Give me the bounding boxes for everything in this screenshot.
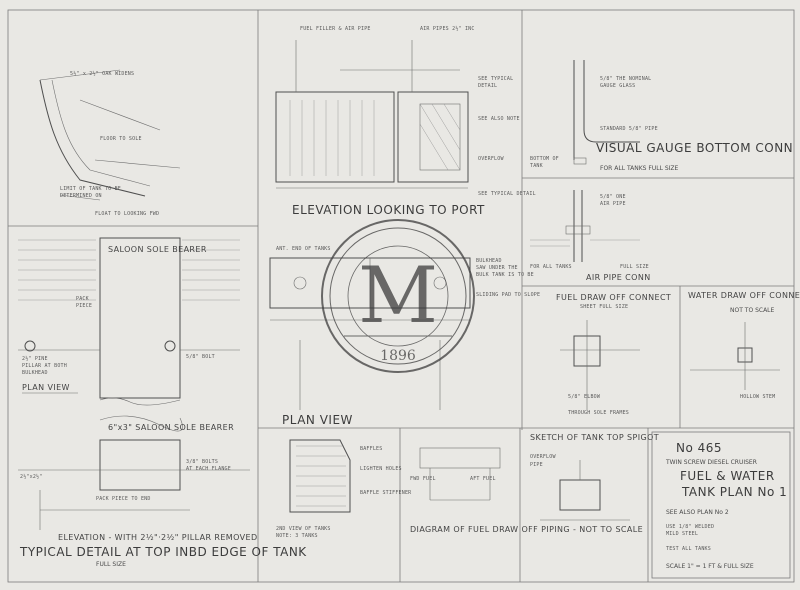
saloon-sole-plan: SALOON SOLE BEARER PACK PIECE 2½" PINE P… (18, 237, 240, 406)
svg-text:AIR PIPE CONN: AIR PIPE CONN (586, 273, 651, 282)
svg-text:BAFFLE STIFFENER: BAFFLE STIFFENER (360, 490, 412, 496)
svg-text:SEE ALSO PLAN No 2: SEE ALSO PLAN No 2 (666, 509, 729, 516)
svg-text:6"x3" SALOON SOLE BEARER: 6"x3" SALOON SOLE BEARER (108, 423, 234, 432)
svg-text:FULL SIZE: FULL SIZE (96, 561, 126, 568)
tank-elevation: FUEL FILLER & AIR PIPE AIR PIPES 2½" INC… (275, 25, 536, 217)
svg-text:PACK PIECE TO END: PACK PIECE TO END (96, 496, 151, 502)
fuel-drawoff-detail: FUEL DRAW OFF CONNECT SHEET FULL SIZE 5/… (556, 293, 671, 416)
svg-text:THROUGH SOLE FRAMES: THROUGH SOLE FRAMES (568, 410, 629, 416)
svg-text:FULL SIZE: FULL SIZE (620, 264, 649, 270)
svg-text:SEE TYPICAL DETAIL: SEE TYPICAL DETAIL (478, 191, 536, 197)
svg-text:LIGHTEN HOLES: LIGHTEN HOLES (360, 466, 402, 472)
spigot-sketch: SKETCH OF TANK TOP SPIGOT OVERFLOW PIPE (530, 433, 659, 521)
svg-text:DETERMINED ON: DETERMINED ON (60, 193, 102, 199)
svg-text:SEE ALSO NOTE: SEE ALSO NOTE (478, 116, 520, 122)
baffle-plan: BAFFLES LIGHTEN HOLES BAFFLE STIFFENER 2… (276, 439, 412, 539)
visual-gauge-detail: 5/8" THE NOMINAL GAUGE GLASS STANDARD 5/… (530, 60, 793, 172)
svg-text:ANT. END OF TANKS: ANT. END OF TANKS (276, 246, 331, 252)
svg-text:WATER DRAW OFF CONNECT: WATER DRAW OFF CONNECT (688, 291, 800, 300)
svg-text:2½" PINE: 2½" PINE (22, 355, 48, 362)
svg-text:5/8" BOLT: 5/8" BOLT (186, 354, 215, 360)
svg-text:NOTE: 3 TANKS: NOTE: 3 TANKS (276, 533, 318, 539)
svg-text:SHEET FULL SIZE: SHEET FULL SIZE (580, 304, 628, 310)
svg-text:3/8" BOLTS: 3/8" BOLTS (186, 459, 218, 465)
svg-text:AFT FUEL: AFT FUEL (470, 476, 496, 482)
svg-text:PLAN VIEW: PLAN VIEW (22, 383, 70, 392)
svg-text:MILD STEEL: MILD STEEL (666, 531, 698, 537)
water-drawoff-detail: WATER DRAW OFF CONNECT NOT TO SCALE HOLL… (688, 291, 800, 400)
svg-text:SCALE 1" = 1 FT & FULL SIZE: SCALE 1" = 1 FT & FULL SIZE (666, 563, 754, 570)
svg-text:BULK TANK IS TO BE: BULK TANK IS TO BE (476, 272, 534, 278)
svg-text:PIPE: PIPE (530, 462, 543, 468)
svg-text:ELEVATION - WITH 2½"·2½" PILLA: ELEVATION - WITH 2½"·2½" PILLAR REMOVED (58, 533, 258, 542)
air-pipe-detail: 5/8" ONE AIR PIPE FOR ALL TANKS FULL SIZ… (530, 190, 651, 282)
svg-text:DIAGRAM OF FUEL DRAW OFF PIPIN: DIAGRAM OF FUEL DRAW OFF PIPING - NOT TO… (410, 525, 643, 534)
svg-text:OVERFLOW: OVERFLOW (478, 156, 504, 162)
svg-text:M: M (358, 251, 438, 341)
svg-text:2ND VIEW OF TANKS: 2ND VIEW OF TANKS (276, 526, 331, 532)
svg-text:OVERFLOW: OVERFLOW (530, 454, 556, 460)
svg-text:5½" x 2½" OAK WIDENS: 5½" x 2½" OAK WIDENS (70, 70, 134, 77)
svg-text:TANK: TANK (530, 163, 543, 169)
svg-text:FOR ALL TANKS FULL SIZE: FOR ALL TANKS FULL SIZE (600, 165, 679, 172)
svg-text:SAW UNDER THE: SAW UNDER THE (476, 265, 518, 271)
svg-text:BAFFLES: BAFFLES (360, 446, 382, 452)
svg-text:DETAIL: DETAIL (478, 83, 497, 89)
svg-text:SLIDING PAD TO SLOPE: SLIDING PAD TO SLOPE (476, 292, 540, 298)
svg-text:SKETCH OF TANK TOP SPIGOT: SKETCH OF TANK TOP SPIGOT (530, 433, 659, 442)
svg-text:5/8" ONE: 5/8" ONE (600, 194, 626, 200)
svg-text:LIMIT OF TANK TO BE: LIMIT OF TANK TO BE (60, 186, 121, 192)
svg-text:BOTTOM OF: BOTTOM OF (530, 156, 559, 162)
svg-text:USE 1/8" WELDED: USE 1/8" WELDED (666, 524, 714, 530)
title-block: No 465 TWIN SCREW DIESEL CRUISER FUEL & … (651, 431, 791, 579)
svg-text:AT EACH FLANGE: AT EACH FLANGE (186, 466, 231, 472)
svg-text:5/8" THE NOMINAL: 5/8" THE NOMINAL (600, 76, 651, 82)
svg-text:AIR PIPES 2½" INC: AIR PIPES 2½" INC (420, 25, 475, 32)
svg-text:FUEL DRAW OFF CONNECT: FUEL DRAW OFF CONNECT (556, 293, 671, 302)
svg-text:TEST ALL TANKS: TEST ALL TANKS (666, 546, 711, 552)
svg-text:2½"x2½": 2½"x2½" (20, 473, 42, 480)
svg-text:FLOOR TO SOLE: FLOOR TO SOLE (100, 136, 142, 142)
svg-text:STANDARD 5/8" PIPE: STANDARD 5/8" PIPE (600, 126, 658, 132)
svg-text:VISUAL GAUGE BOTTOM CONN: VISUAL GAUGE BOTTOM CONN (596, 141, 793, 155)
svg-text:5/8" ELBOW: 5/8" ELBOW (568, 394, 601, 400)
svg-text:PILLAR AT BOTH: PILLAR AT BOTH (22, 363, 67, 369)
svg-text:PACK: PACK (76, 296, 89, 302)
svg-text:FUEL & WATER: FUEL & WATER (680, 469, 775, 483)
svg-text:TYPICAL DETAIL AT TOP INBD EDG: TYPICAL DETAIL AT TOP INBD EDGE OF TANK (19, 545, 307, 559)
svg-text:FLOAT TO LOOKING FWD: FLOAT TO LOOKING FWD (95, 211, 159, 217)
paper-border (7, 9, 795, 583)
svg-text:NOT TO SCALE: NOT TO SCALE (730, 307, 775, 314)
svg-text:BULKHEAD: BULKHEAD (22, 370, 48, 376)
tank-plan: ANT. END OF TANKS BULKHEAD SAW UNDER THE… (269, 246, 540, 427)
fuel-diagram: FWD FUEL AFT FUEL DIAGRAM OF FUEL DRAW O… (410, 447, 643, 534)
svg-text:TANK PLAN No 1: TANK PLAN No 1 (681, 485, 787, 499)
svg-text:SALOON SOLE BEARER: SALOON SOLE BEARER (108, 245, 207, 254)
svg-text:PIECE: PIECE (76, 303, 92, 309)
svg-text:AIR PIPE: AIR PIPE (600, 201, 626, 207)
svg-text:HOLLOW STEM: HOLLOW STEM (740, 394, 775, 400)
svg-text:1896: 1896 (380, 348, 416, 364)
pillar-elevation: 6"x3" SALOON SOLE BEARER 3/8" BOLTS AT E… (18, 415, 307, 568)
svg-text:PLAN VIEW: PLAN VIEW (282, 413, 353, 427)
svg-text:BULKHEAD: BULKHEAD (476, 258, 502, 264)
svg-text:FUEL FILLER & AIR PIPE: FUEL FILLER & AIR PIPE (300, 26, 371, 32)
svg-text:SEE TYPICAL: SEE TYPICAL (478, 76, 513, 82)
svg-text:GAUGE GLASS: GAUGE GLASS (600, 83, 635, 89)
svg-text:No 465: No 465 (676, 441, 722, 455)
svg-text:FWD FUEL: FWD FUEL (410, 476, 436, 482)
hull-profile-sketch: 5½" x 2½" OAK WIDENS FLOOR TO SOLE LIMIT… (39, 69, 181, 217)
svg-text:ELEVATION LOOKING TO PORT: ELEVATION LOOKING TO PORT (292, 203, 485, 217)
stamp-logo: M 1896 (321, 219, 475, 373)
svg-text:TWIN SCREW DIESEL CRUISER: TWIN SCREW DIESEL CRUISER (665, 459, 757, 466)
svg-text:FOR ALL TANKS: FOR ALL TANKS (530, 264, 572, 270)
